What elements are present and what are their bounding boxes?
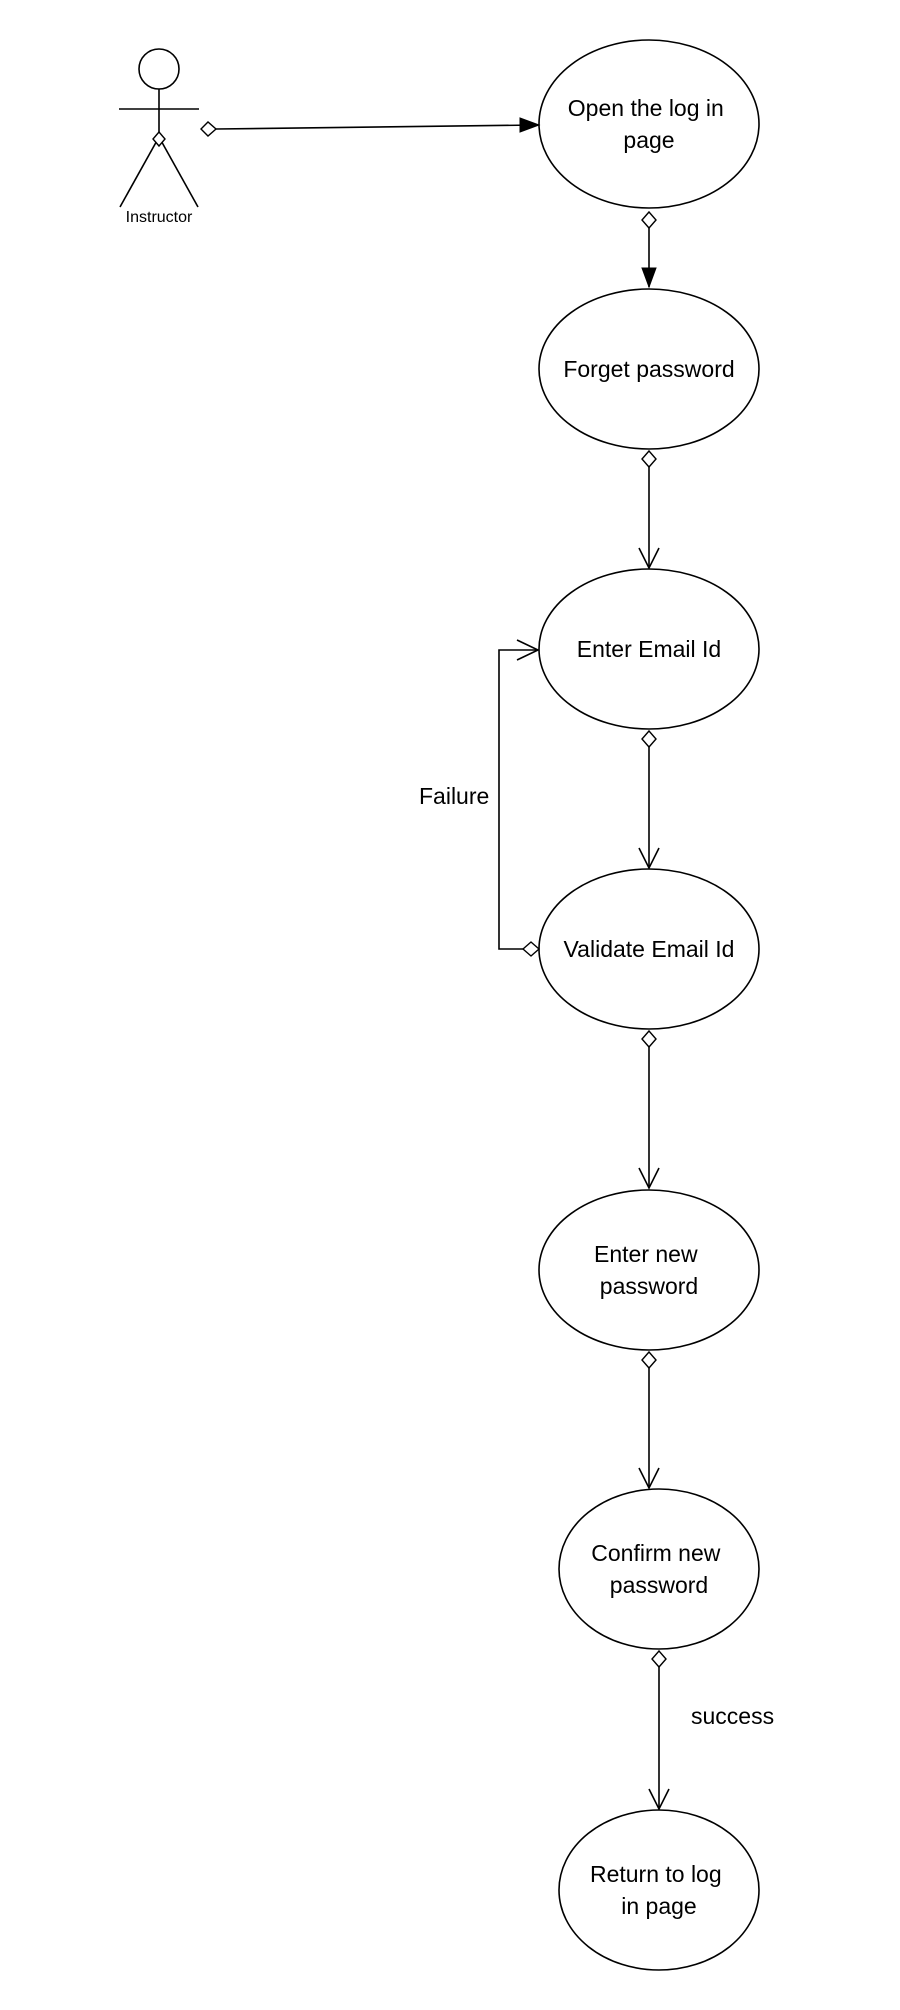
edge-confirm-success-arrow [648,1788,670,1811]
edge-enter-new-password-to-confirm-arrow [638,1467,660,1490]
node-return-login-label: Return to log in page [590,1861,728,1919]
node-enter-new-password-line-1: Enter new [594,1241,698,1267]
node-forget-password: Forget password [538,288,760,450]
node-return-login-line-2: in page [621,1893,696,1919]
node-return-login-line-1: Return to log [590,1861,722,1887]
node-enter-new-password-label: Enter new password [594,1241,704,1299]
actor-label: Instructor [126,209,193,226]
edge-validate-email-to-enter-new-password-arrow [638,1167,660,1190]
edge-confirm-success-diamond [651,1649,667,1669]
actor-right-leg [158,136,199,208]
actor-head [138,48,180,90]
node-confirm-new-password: Confirm new password [558,1488,760,1650]
node-forget-password-shape [538,288,760,450]
edge-enter-new-password-to-confirm [638,1350,660,1490]
node-validate-email: Validate Email Id [538,868,760,1030]
edge-actor-to-open-login-arrow [519,117,541,133]
node-validate-email-line-1: Validate Email Id [564,936,735,962]
edge-validate-email-to-enter-new-password [638,1029,660,1190]
node-open-login-shape [538,39,760,209]
edge-confirm-success: success [648,1649,774,1811]
node-open-login-line-2: page [623,127,674,153]
node-open-login-line-1: Open the log in [568,95,724,121]
edge-actor-to-open-login-line [215,124,539,130]
node-forget-password-line-1: Forget password [563,356,734,382]
edge-validate-email-failure-label: Failure [419,783,489,809]
actor-instructor: Instructor [119,48,199,226]
edge-open-login-to-forget-password [641,210,657,289]
edge-forget-password-to-enter-email-diamond [641,449,657,469]
node-return-login-shape [558,1809,760,1971]
node-confirm-new-password-shape [558,1488,760,1650]
edge-enter-email-to-validate-email-diamond [641,729,657,749]
edge-validate-email-failure: Failure [419,639,541,957]
node-open-login: Open the log in page [538,39,760,209]
actor-left-leg [119,136,160,208]
edge-enter-email-to-validate-email-arrow [638,847,660,870]
edge-confirm-success-label: success [691,1703,774,1729]
edge-actor-to-open-login [200,117,541,137]
actor-connection-diamond [152,130,166,148]
node-open-login-label: Open the log in page [568,95,730,153]
node-enter-email-line-1: Enter Email Id [577,636,721,662]
node-confirm-new-password-line-1: Confirm new [591,1540,720,1566]
node-enter-email-label: Enter Email Id [577,636,721,662]
edge-validate-email-failure-line [498,649,537,950]
edge-forget-password-to-enter-email-arrow [638,547,660,570]
edge-validate-email-failure-arrow [516,639,540,661]
edge-validate-email-to-enter-new-password-diamond [641,1029,657,1049]
node-enter-email: Enter Email Id [538,568,760,730]
edge-enter-new-password-to-confirm-diamond [641,1350,657,1370]
edge-actor-to-open-login-diamond [200,121,218,137]
edge-open-login-to-forget-password-arrow [641,267,657,289]
node-enter-new-password: Enter new password [538,1189,760,1351]
edge-validate-email-failure-diamond [521,941,541,957]
node-return-login: Return to log in page [558,1809,760,1971]
node-enter-new-password-line-2: password [600,1273,698,1299]
node-forget-password-label: Forget password [563,356,734,382]
node-validate-email-label: Validate Email Id [564,936,735,962]
edge-enter-email-to-validate-email [638,729,660,870]
node-confirm-new-password-line-2: password [610,1572,708,1598]
node-confirm-new-password-label: Confirm new password [591,1540,727,1598]
node-enter-new-password-shape [538,1189,760,1351]
edge-open-login-to-forget-password-diamond [641,210,657,230]
edge-forget-password-to-enter-email [638,449,660,570]
